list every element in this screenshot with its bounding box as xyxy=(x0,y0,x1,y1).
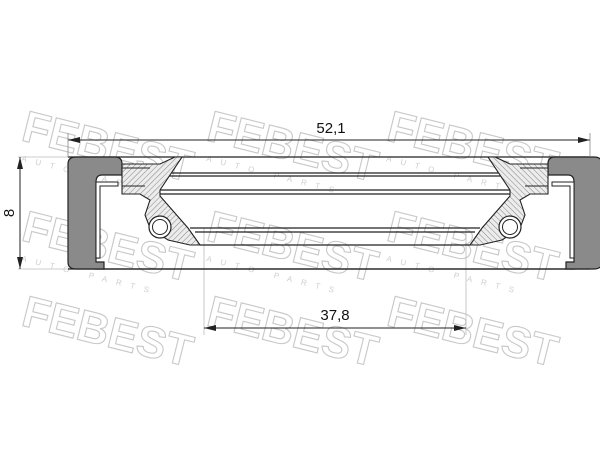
seal-body xyxy=(68,156,590,270)
watermark-brand: FEBEST xyxy=(18,287,198,377)
watermark-brand: FEBEST xyxy=(203,287,383,377)
watermark-brand: FEBEST xyxy=(383,287,563,377)
dimension-height: 8 xyxy=(1,157,23,269)
dimension-inner-diameter: 37,8 xyxy=(204,307,466,331)
dimension-outer-diameter: 52,1 xyxy=(67,120,591,157)
inner-diameter-label: 37,8 xyxy=(320,307,349,324)
height-label: 8 xyxy=(1,209,18,217)
seal-profile-right xyxy=(468,156,600,270)
outer-diameter-label: 52,1 xyxy=(316,120,345,137)
seal-profile-left xyxy=(67,156,202,270)
